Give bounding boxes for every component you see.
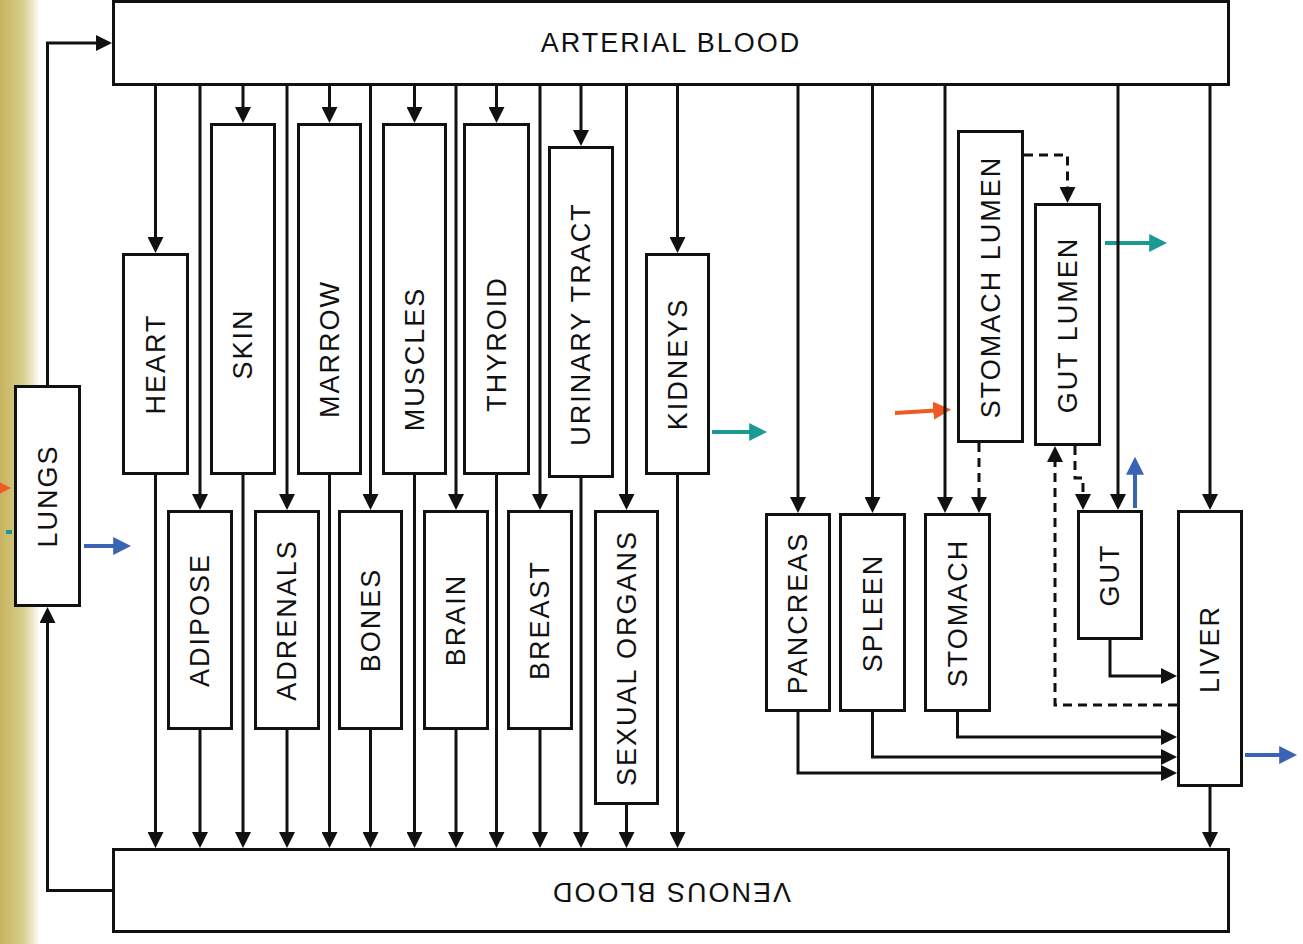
blood-flow-arrow xyxy=(286,86,289,504)
blood-pool-box: ARTERIAL BLOOD xyxy=(112,0,1230,86)
blood-flow-arrow xyxy=(580,86,583,140)
blood-flow-arrow xyxy=(369,86,372,504)
compartment-label: SEXUAL ORGANS xyxy=(613,529,640,785)
compartment-label: BONES xyxy=(357,568,384,673)
blood-flow-arrow xyxy=(328,86,331,117)
blood-flow-arrow xyxy=(676,475,679,842)
blood-flow-arrow xyxy=(328,475,331,842)
compartment-box: SKIN xyxy=(210,123,276,475)
blood-pool-box: VENOUS BLOOD xyxy=(112,848,1230,933)
compartment-label: SPLEEN xyxy=(859,553,886,672)
compartment-box: LIVER xyxy=(1177,510,1243,787)
compartment-box: LUNGS xyxy=(14,385,81,607)
blood-flow-arrow xyxy=(413,475,416,842)
blood-flow-arrow xyxy=(958,712,1172,737)
transfer-arrow xyxy=(1024,155,1068,197)
blood-flow-arrow xyxy=(1117,86,1120,504)
compartment-label: PANCREAS xyxy=(785,531,812,694)
output-arrow xyxy=(1245,753,1290,757)
blood-flow-arrow xyxy=(580,478,583,842)
compartment-label: LUNGS xyxy=(34,444,61,547)
output-arrow xyxy=(84,544,124,548)
compartment-label: GUT xyxy=(1097,544,1124,607)
compartment-label: LIVER xyxy=(1197,604,1224,692)
blood-flow-arrow xyxy=(539,730,542,842)
compartment-label: THYROID xyxy=(483,276,510,412)
output-arrow xyxy=(6,530,12,534)
blood-flow-arrow xyxy=(199,86,202,504)
compartment-box: STOMACH LUMEN xyxy=(957,130,1024,443)
compartment-label: VENOUS BLOOD xyxy=(551,877,791,904)
blood-flow-arrow xyxy=(154,475,157,842)
blood-flow-arrow xyxy=(455,730,458,842)
compartment-label: SKIN xyxy=(230,308,257,379)
compartment-box: BRAIN xyxy=(423,510,489,730)
compartment-label: ADIPOSE xyxy=(187,553,214,687)
input-arrow xyxy=(0,486,4,490)
compartment-label: MARROW xyxy=(316,280,343,418)
compartment-box: MUSCLES xyxy=(382,123,447,475)
compartment-label: KIDNEYS xyxy=(664,298,691,431)
output-arrow xyxy=(1105,241,1160,245)
blood-flow-arrow xyxy=(154,86,157,247)
compartment-label: BREAST xyxy=(527,560,554,680)
compartment-box: URINARY TRACT xyxy=(548,146,614,478)
transfer-arrow xyxy=(1055,452,1177,705)
compartment-label: ADRENALS xyxy=(274,539,301,701)
compartment-box: SEXUAL ORGANS xyxy=(594,510,659,805)
compartment-label: BRAIN xyxy=(443,574,470,667)
blood-flow-arrow xyxy=(242,86,245,117)
compartment-box: BONES xyxy=(338,510,403,730)
blood-flow-arrow xyxy=(495,475,498,842)
blood-flow-arrow xyxy=(199,730,202,842)
compartment-box: HEART xyxy=(122,253,189,475)
compartment-label: GUT LUMEN xyxy=(1054,236,1081,413)
blood-flow-arrow xyxy=(798,712,1171,773)
blood-flow-arrow xyxy=(48,43,107,385)
blood-flow-arrow xyxy=(495,86,498,117)
compartment-label: STOMACH LUMEN xyxy=(977,155,1004,418)
compartment-box: THYROID xyxy=(463,123,530,475)
blood-flow-arrow xyxy=(242,475,245,842)
blood-flow-arrow xyxy=(1110,640,1171,676)
compartment-label: URINARY TRACT xyxy=(568,202,595,446)
compartment-box: MARROW xyxy=(297,123,362,475)
blood-flow-arrow xyxy=(369,730,372,842)
output-arrow xyxy=(712,430,760,434)
blood-flow-arrow xyxy=(625,86,628,504)
blood-flow-arrow xyxy=(676,86,679,247)
compartment-label: ARTERIAL BLOOD xyxy=(541,30,802,57)
compartment-box: PANCREAS xyxy=(765,513,831,712)
compartment-label: STOMACH xyxy=(944,538,971,687)
compartment-box: SPLEEN xyxy=(839,513,906,712)
compartment-box: GUT xyxy=(1077,510,1143,640)
blood-flow-arrow xyxy=(871,86,874,507)
blood-flow-arrow xyxy=(1209,86,1212,504)
transfer-arrow xyxy=(978,443,981,507)
transfer-arrow xyxy=(1075,446,1083,504)
blood-flow-arrow xyxy=(625,805,628,842)
blood-flow-arrow xyxy=(944,86,947,507)
blood-flow-arrow xyxy=(413,86,416,117)
compartment-box: ADRENALS xyxy=(254,510,320,730)
compartment-box: GUT LUMEN xyxy=(1034,203,1101,446)
compartment-box: ADIPOSE xyxy=(167,510,233,730)
blood-flow-arrow xyxy=(455,86,458,504)
blood-flow-arrow xyxy=(1209,787,1212,842)
blood-flow-arrow xyxy=(873,712,1172,757)
output-arrow xyxy=(1133,464,1137,508)
compartment-label: HEART xyxy=(142,313,169,414)
blood-flow-arrow xyxy=(539,86,542,504)
input-arrow xyxy=(895,410,944,413)
compartment-box: STOMACH xyxy=(924,513,991,712)
blood-flow-arrow xyxy=(48,613,113,891)
blood-flow-arrow xyxy=(797,86,800,507)
compartment-label: MUSCLES xyxy=(401,287,428,432)
blood-flow-arrow xyxy=(286,730,289,842)
compartment-box: KIDNEYS xyxy=(645,253,710,475)
compartment-box: BREAST xyxy=(507,510,573,730)
